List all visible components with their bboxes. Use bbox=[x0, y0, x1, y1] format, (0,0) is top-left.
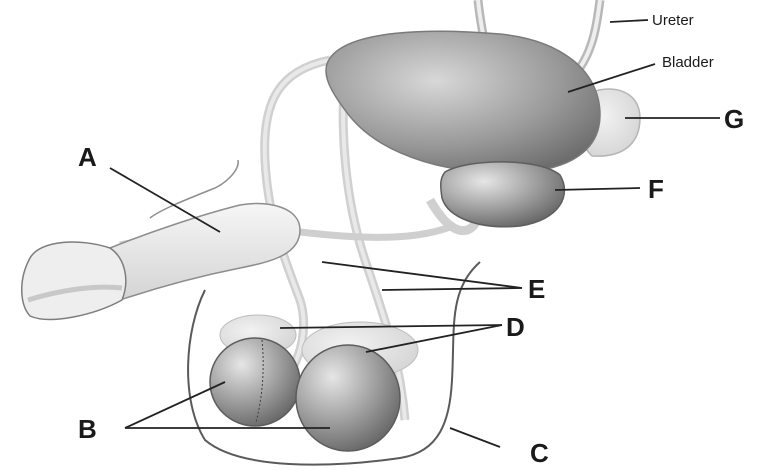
prostate-gland bbox=[441, 162, 565, 227]
leader-f bbox=[555, 188, 640, 190]
label-b: B bbox=[78, 414, 97, 444]
penis bbox=[22, 160, 300, 319]
label-d: D bbox=[506, 312, 525, 342]
label-a: A bbox=[78, 142, 97, 172]
label-g: G bbox=[724, 104, 744, 134]
leader-ureter bbox=[610, 20, 648, 22]
label-bladder: Bladder bbox=[662, 54, 714, 71]
testis-right bbox=[296, 345, 400, 451]
leader-e-2 bbox=[382, 288, 522, 290]
leader-e-1 bbox=[322, 262, 522, 288]
label-ureter: Ureter bbox=[652, 12, 694, 29]
label-e: E bbox=[528, 274, 545, 304]
label-c: C bbox=[530, 438, 549, 468]
leader-b-1 bbox=[125, 382, 225, 428]
leader-c bbox=[450, 428, 500, 447]
bladder-organ bbox=[326, 31, 600, 172]
label-f: F bbox=[648, 174, 664, 204]
leader-a bbox=[110, 168, 220, 232]
